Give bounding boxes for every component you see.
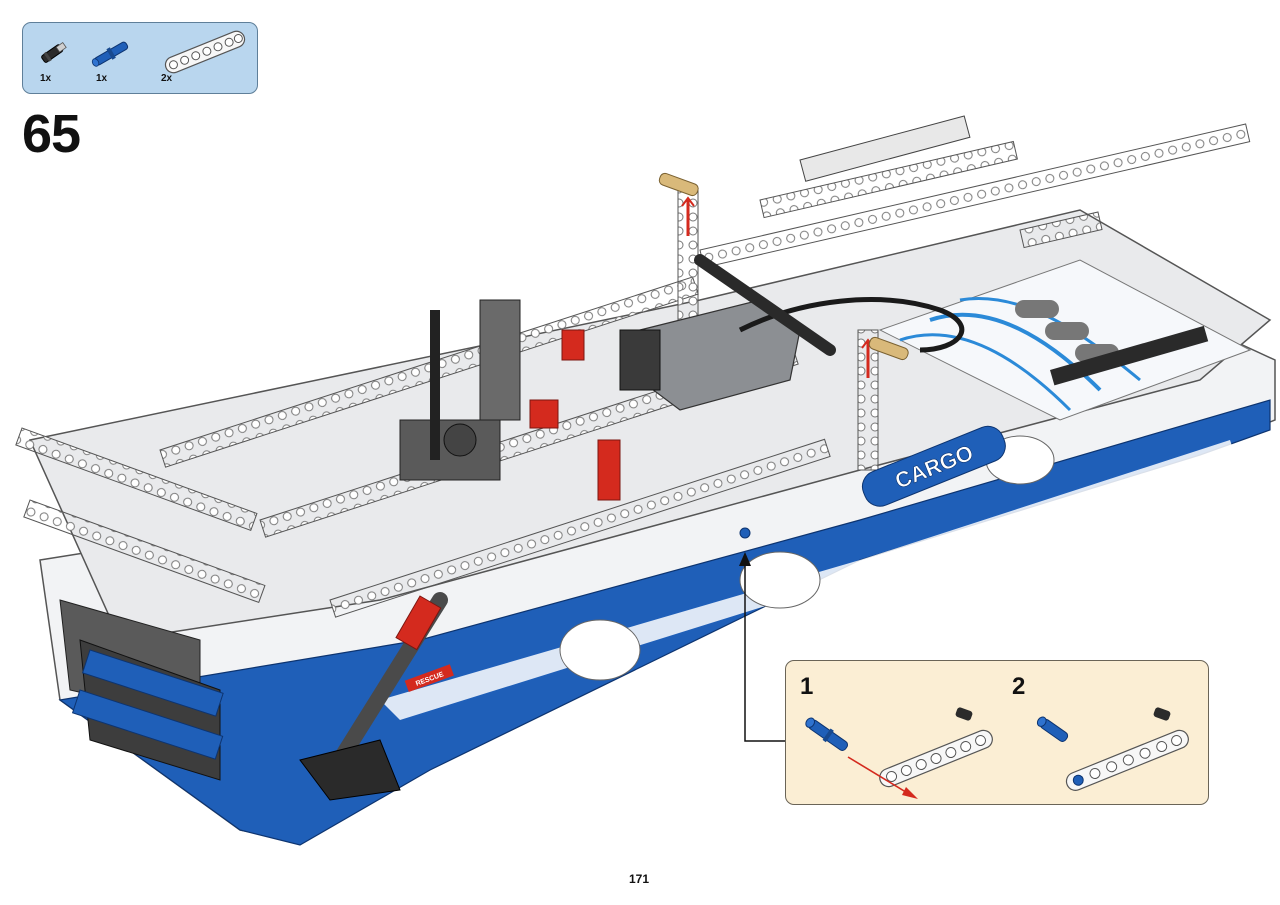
assembly-pointer-arrowhead: [739, 552, 751, 566]
blue-axle-pin-icon: [91, 41, 129, 67]
substep-number: 2: [1012, 673, 1026, 700]
subassembly-callout: 1 2: [785, 660, 1209, 805]
parts-list-item: 2x: [157, 29, 253, 89]
part-qty: 1x: [96, 73, 108, 84]
part-qty: 2x: [161, 73, 173, 84]
page-number: 171: [629, 872, 650, 886]
substep-1-illustration: [805, 707, 993, 799]
assembly-pointer-line: [744, 555, 785, 742]
parts-list-item: 1x: [87, 33, 137, 89]
substep-2-illustration: [1036, 707, 1189, 791]
substep-number: 1: [800, 673, 814, 700]
part-qty: 1x: [40, 73, 52, 84]
parts-list-item: 1x: [33, 33, 73, 89]
step-number: 65: [22, 104, 81, 164]
black-axle-pin-icon: [41, 41, 67, 63]
parts-list-box: 1x 1x 2x: [22, 22, 258, 94]
white-liftarm-icon: [164, 30, 246, 74]
